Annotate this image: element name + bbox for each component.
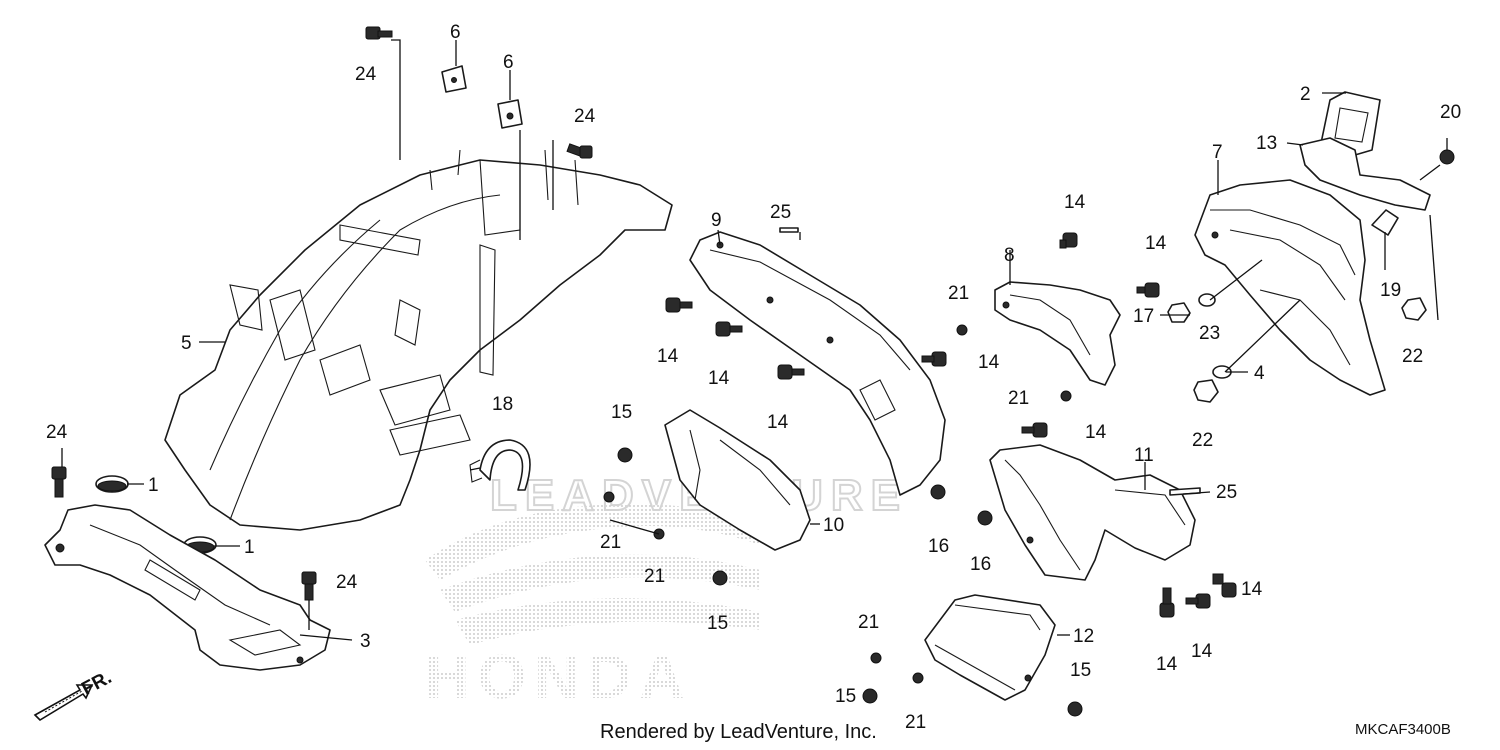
callout-24d: 24	[336, 572, 358, 593]
callout-1a: 1	[148, 475, 159, 496]
callout-21a: 21	[600, 532, 621, 553]
bolt-24-mid	[566, 143, 593, 159]
callout-6b: 6	[503, 52, 514, 73]
callout-14g: 14	[1085, 422, 1107, 443]
callout-14e: 14	[1145, 233, 1167, 254]
callout-12: 12	[1073, 626, 1094, 647]
callout-21c: 21	[948, 283, 969, 304]
callout-15a: 15	[611, 402, 632, 423]
front-direction-arrow	[33, 684, 94, 722]
collar-20	[1439, 149, 1455, 165]
callout-14j: 14	[1241, 579, 1263, 600]
leader-lines	[61, 39, 1448, 641]
bulb-19	[1371, 209, 1399, 236]
nut-22b	[1193, 379, 1219, 403]
bolt-24-left	[51, 466, 67, 498]
callout-23: 23	[1199, 323, 1220, 344]
callout-1b: 1	[244, 537, 255, 558]
tail-housing-7	[1194, 179, 1386, 396]
callout-14b: 14	[708, 368, 730, 389]
callout-21b: 21	[644, 566, 665, 587]
clip-nut-6a	[441, 65, 467, 93]
lower-cover-12	[924, 594, 1056, 701]
callout-16a: 16	[928, 536, 949, 557]
callout-16b: 16	[970, 554, 991, 575]
clip-25a	[779, 227, 799, 233]
callout-labels: 1 1 2 3 4 5 6 6 7 8 9 10 11 12 13 14 14 …	[46, 22, 1461, 733]
callout-2: 2	[1300, 84, 1311, 105]
band-clip	[469, 439, 531, 491]
callout-7: 7	[1212, 142, 1223, 163]
bolt-24-bottom	[301, 571, 317, 601]
callout-21e: 21	[858, 612, 879, 633]
callout-10: 10	[823, 515, 844, 536]
clip-nut-6b	[497, 99, 523, 129]
callout-25a: 25	[770, 202, 791, 223]
callout-24a: 24	[355, 64, 377, 85]
callout-15c: 15	[835, 686, 856, 707]
washer-23	[1198, 293, 1216, 307]
rear-inner-fender	[164, 149, 673, 531]
callout-14a: 14	[657, 346, 679, 367]
under-bracket-3	[44, 504, 331, 671]
callout-8: 8	[1004, 245, 1015, 266]
bracket-8	[994, 281, 1121, 386]
nut-17	[1167, 302, 1191, 323]
callout-5: 5	[181, 333, 192, 354]
callout-14i: 14	[1191, 641, 1213, 662]
grommet-1a	[95, 475, 129, 493]
callout-3: 3	[360, 631, 371, 652]
callout-15b: 15	[707, 613, 728, 634]
bracket-13	[1299, 137, 1431, 211]
honda-wing-logo	[425, 504, 760, 645]
right-lower-cover-11	[989, 444, 1196, 581]
callout-21d: 21	[1008, 388, 1029, 409]
nut-22a	[1401, 297, 1427, 321]
callout-17: 17	[1133, 306, 1154, 327]
callout-14c: 14	[767, 412, 789, 433]
callout-9: 9	[711, 210, 722, 231]
rendered-by-credit: Rendered by LeadVenture, Inc.	[600, 721, 877, 743]
callout-22a: 22	[1402, 346, 1423, 367]
callout-6a: 6	[450, 22, 461, 43]
honda-logo-text: HONDA	[425, 643, 692, 712]
callout-24c: 24	[46, 422, 68, 443]
callout-4: 4	[1254, 363, 1265, 384]
bolt-24-top	[365, 26, 393, 40]
side-cover-9	[689, 231, 946, 496]
callout-21f: 21	[905, 712, 926, 733]
small-fasteners	[603, 324, 1083, 717]
callout-25b: 25	[1216, 482, 1237, 503]
callout-19: 19	[1380, 280, 1401, 301]
callout-14h: 14	[1156, 654, 1178, 675]
callout-13: 13	[1256, 133, 1277, 154]
bolt-14-set	[665, 232, 1237, 618]
callout-22b: 22	[1192, 430, 1213, 451]
lower-cover-10	[664, 409, 811, 551]
callout-15d: 15	[1070, 660, 1091, 681]
callout-14d: 14	[1064, 192, 1086, 213]
diagram-code: MKCAF3400B	[1355, 721, 1451, 738]
callout-18: 18	[492, 394, 513, 415]
callout-14f: 14	[978, 352, 1000, 373]
callout-24b: 24	[574, 106, 596, 127]
callout-11: 11	[1134, 445, 1154, 466]
callout-20: 20	[1440, 102, 1461, 123]
